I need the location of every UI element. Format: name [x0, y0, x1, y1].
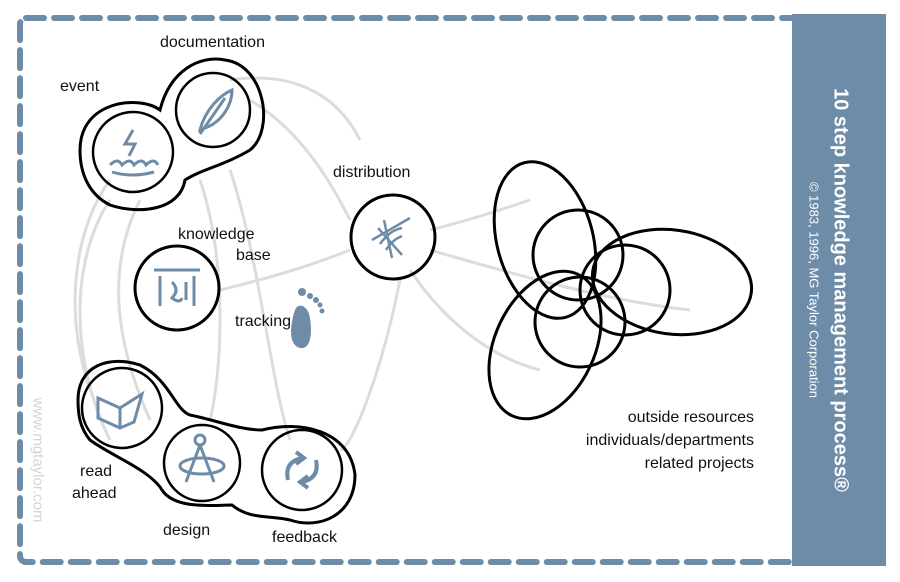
label-distribution: distribution	[333, 164, 411, 181]
read-design-feedback-group	[76, 359, 357, 525]
knowledge-base-node	[133, 244, 221, 332]
label-knowledge: knowledge	[178, 226, 255, 243]
label-outside-resources: outside resources	[627, 409, 754, 426]
label-documentation: documentation	[160, 34, 265, 51]
dashed-border	[17, 15, 813, 565]
title-sidebar	[792, 14, 886, 566]
label-individuals-departments: individuals/departments	[585, 432, 754, 449]
distribution-node	[349, 193, 437, 281]
footprint-icon	[291, 288, 325, 349]
label-feedback: feedback	[272, 529, 337, 546]
label-tracking: tracking	[235, 313, 292, 330]
event-icon	[108, 129, 160, 177]
feather-icon	[197, 87, 234, 135]
knowledge-base-icon	[154, 268, 200, 306]
label-event: event	[60, 78, 100, 95]
outside-resources-ellipses	[487, 160, 754, 421]
label-ahead: ahead	[72, 485, 117, 502]
sidebar-title: 10 step knowledge management process®	[829, 88, 852, 492]
watermark-url: www.mgtaylor.com	[29, 397, 47, 523]
compass-icon	[178, 433, 226, 483]
label-related-projects: related projects	[644, 455, 754, 472]
label-design: design	[163, 522, 211, 539]
label-read: read	[80, 463, 113, 480]
event-documentation-group	[78, 57, 266, 212]
label-base: base	[236, 247, 271, 264]
feedback-cycle-icon	[285, 450, 319, 490]
sidebar-copyright: © 1983, 1996, MG Taylor Corporation	[806, 181, 822, 399]
web-icon	[371, 216, 411, 259]
book-icon	[96, 390, 145, 430]
